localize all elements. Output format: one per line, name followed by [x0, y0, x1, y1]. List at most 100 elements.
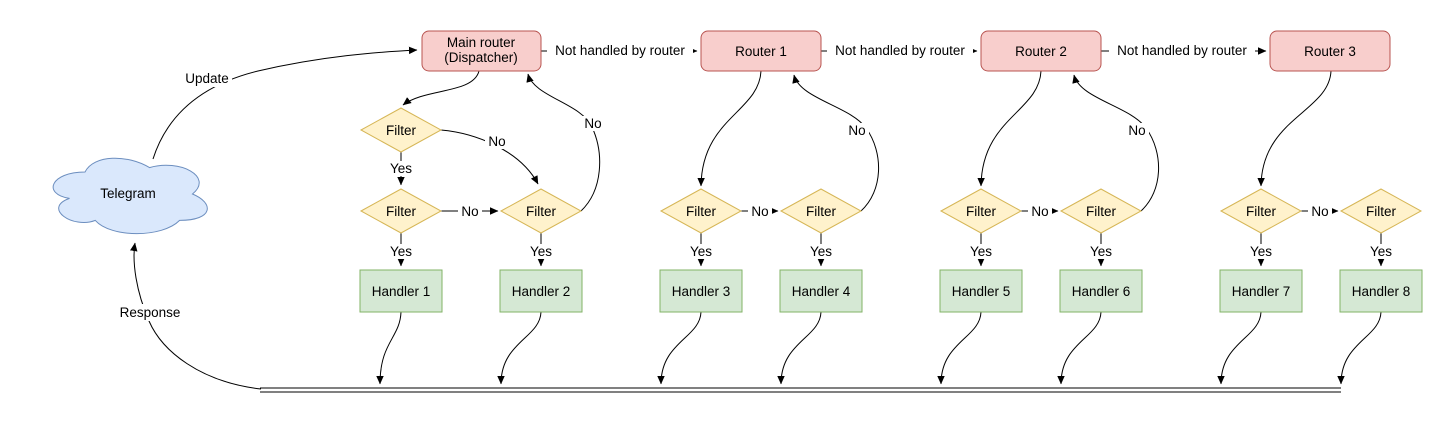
yes-label: Yes	[690, 244, 712, 259]
router-3-label: Router 3	[1304, 44, 1356, 59]
router-1-box	[700, 30, 822, 72]
not-handled-label-bg	[547, 43, 693, 59]
handler-2-label: Handler 2	[512, 284, 571, 299]
filter-diamond	[359, 188, 443, 234]
handlers: Handler 1 Handler 2 Handler 3 Handler 4 …	[359, 269, 1423, 313]
yes-label-bg	[968, 244, 995, 259]
handler-6-label: Handler 6	[1072, 284, 1131, 299]
node-router-1: Router 1	[700, 30, 822, 72]
not-handled-label-3: Not handled by router	[1117, 43, 1247, 58]
handler-8-box	[1339, 269, 1423, 313]
handler-1-box	[359, 269, 443, 313]
no-label-bg	[485, 134, 509, 149]
edge-labels: Update Response Not handled by router No…	[116, 43, 1395, 321]
not-handled-label-2: Not handled by router	[835, 43, 965, 58]
edge-router1-to-filter	[697, 70, 762, 187]
filter-diamond	[499, 188, 583, 234]
router-2-box	[980, 30, 1102, 72]
filter-diamond	[779, 188, 863, 234]
node-telegram: Telegram	[52, 157, 208, 235]
main-router-box	[421, 30, 542, 72]
no-label: No	[584, 116, 601, 131]
filter-label: Filter	[386, 204, 417, 219]
router-2-label: Router 2	[1015, 44, 1067, 59]
filter-label: Filter	[1246, 204, 1277, 219]
edge-router2-to-filter	[977, 70, 1042, 187]
filter-diamond	[659, 188, 743, 234]
edge-handler4-to-bus	[777, 311, 822, 385]
not-handled-label-bg	[1109, 43, 1255, 59]
no-label-bg	[1308, 204, 1332, 219]
yes-label-bg	[388, 244, 415, 259]
node-router-3: Router 3	[1269, 30, 1391, 72]
no-label: No	[461, 204, 478, 219]
no-label-bg	[581, 116, 605, 131]
update-label: Update	[185, 71, 229, 86]
filter-label: Filter	[966, 204, 997, 219]
not-handled-label-1: Not handled by router	[555, 43, 685, 58]
response-label-bg	[116, 304, 184, 321]
yes-label-bg	[808, 244, 835, 259]
no-label-bg	[1125, 123, 1149, 138]
handler-1-label: Handler 1	[372, 284, 431, 299]
edge-update	[152, 46, 418, 160]
not-handled-label-bg	[827, 43, 973, 59]
edge-router3-to-filter	[1257, 70, 1332, 187]
filter-diamond	[1339, 188, 1423, 234]
edge-handler5-to-bus	[937, 311, 982, 385]
edge-handler6-to-bus	[1057, 311, 1102, 385]
edge-handler7-to-bus	[1217, 311, 1262, 385]
filter-diamond	[359, 107, 443, 153]
yes-label: Yes	[530, 244, 552, 259]
yes-label: Yes	[390, 244, 412, 259]
no-label: No	[1031, 204, 1048, 219]
filter-diamond	[1059, 188, 1143, 234]
filters: Filter Filter Filter Filter Filter Filte…	[359, 107, 1423, 234]
handler-7-box	[1219, 269, 1303, 313]
edge-router2-return-no	[1072, 74, 1159, 212]
router-3-box	[1269, 30, 1391, 72]
filter-label: Filter	[1366, 204, 1397, 219]
handler-4-box	[779, 269, 863, 313]
handler-2-box	[499, 269, 583, 313]
edge-handler2-to-bus	[497, 311, 542, 385]
no-label-bg	[748, 204, 772, 219]
no-label: No	[848, 123, 865, 138]
node-main-router: Main router (Dispatcher)	[421, 30, 542, 72]
filter-label: Filter	[526, 204, 557, 219]
handler-5-box	[939, 269, 1023, 313]
no-label: No	[488, 134, 505, 149]
filter-label: Filter	[386, 123, 417, 138]
handler-3-label: Handler 3	[672, 284, 731, 299]
yes-label: Yes	[390, 161, 412, 176]
no-label-bg	[458, 204, 482, 219]
yes-label-bg	[1248, 244, 1275, 259]
main-router-label-line2: (Dispatcher)	[444, 50, 518, 65]
no-label: No	[751, 204, 768, 219]
handler-8-label: Handler 8	[1352, 284, 1411, 299]
edge-dispatcher-to-filter	[402, 70, 480, 106]
filter-diamond	[1219, 188, 1303, 234]
handler-5-label: Handler 5	[952, 284, 1011, 299]
response-label: Response	[120, 305, 181, 320]
yes-label: Yes	[1370, 244, 1392, 259]
update-label-bg	[182, 70, 232, 87]
telegram-label: Telegram	[100, 186, 156, 201]
no-label-bg	[1028, 204, 1052, 219]
yes-label: Yes	[1090, 244, 1112, 259]
main-router-label-line1: Main router	[447, 35, 516, 50]
filter-label: Filter	[1086, 204, 1117, 219]
yes-label-bg	[688, 244, 715, 259]
yes-label-bg	[388, 161, 415, 176]
yes-label: Yes	[1250, 244, 1272, 259]
edge-response	[130, 242, 262, 390]
no-label: No	[1128, 123, 1145, 138]
filter-label: Filter	[806, 204, 837, 219]
edge-handler1-to-bus	[376, 311, 402, 385]
no-label: No	[1311, 204, 1328, 219]
yes-label-bg	[528, 244, 555, 259]
yes-label-bg	[1368, 244, 1395, 259]
yes-label-bg	[1088, 244, 1115, 259]
node-router-2: Router 2	[980, 30, 1102, 72]
